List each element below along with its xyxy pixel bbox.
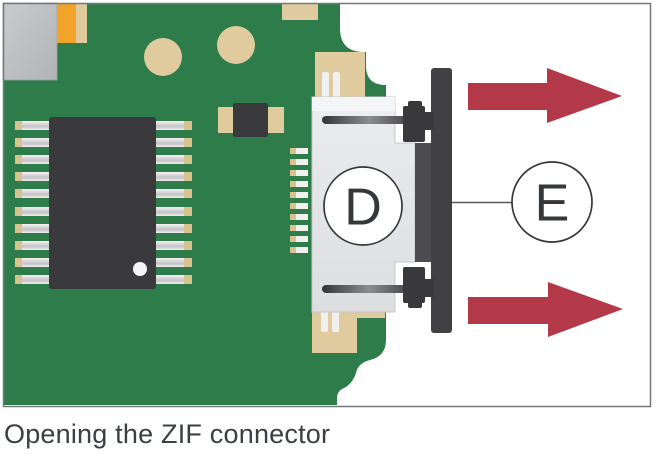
zif-mount-tab-top — [315, 52, 365, 99]
board-edge-connector — [2, 2, 58, 81]
figure-caption: Opening the ZIF connector — [4, 419, 331, 449]
pcb-board — [3, 3, 386, 405]
pin1-dot — [133, 262, 147, 276]
illustration-canvas: D E — [2, 2, 652, 408]
figure-frame — [2, 2, 652, 408]
corner-pad — [282, 3, 318, 20]
zif-actuator-bar — [431, 68, 452, 333]
orange-component-pad — [76, 3, 87, 43]
direction-arrow-bottom-icon — [468, 282, 623, 337]
label-e-text: E — [535, 175, 570, 233]
round-pad-right — [217, 26, 255, 64]
round-pad-left — [144, 38, 182, 76]
zif-mount-tab-bottom — [312, 310, 385, 353]
zif-actuator-panel — [415, 143, 432, 262]
smd-component — [218, 103, 284, 137]
label-circle-d: D — [323, 166, 403, 246]
label-circle-e: E — [511, 161, 593, 243]
ic-chip — [15, 117, 192, 289]
label-d-text: D — [344, 179, 382, 237]
zif-body-highlight — [312, 97, 395, 111]
orange-component — [57, 3, 76, 43]
direction-arrow-top-icon — [468, 68, 622, 123]
